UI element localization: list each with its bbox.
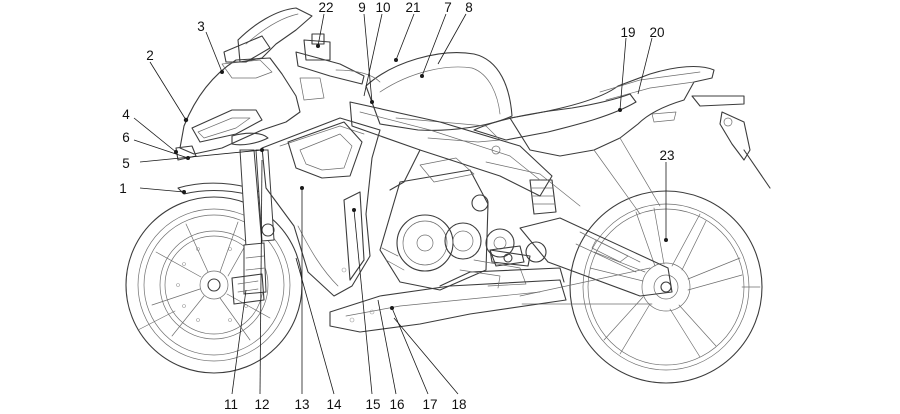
handlebar-controls <box>295 33 381 101</box>
seat <box>473 93 637 141</box>
callout-19: 19 <box>620 25 635 40</box>
callout-2: 2 <box>146 48 154 63</box>
front-fork <box>231 149 275 305</box>
engine <box>379 157 531 291</box>
callout-7: 7 <box>444 0 452 15</box>
callout-9: 9 <box>358 0 366 15</box>
callout-20: 20 <box>649 25 664 40</box>
callout-1: 1 <box>119 181 127 196</box>
callout-23: 23 <box>659 148 674 163</box>
front-wheel <box>125 196 303 374</box>
callout-3: 3 <box>197 19 205 34</box>
footpeg-linkage <box>459 245 525 289</box>
mirror <box>223 35 271 63</box>
callout-5: 5 <box>122 156 130 171</box>
tail-section <box>509 66 771 215</box>
callout-6: 6 <box>122 130 130 145</box>
swingarm <box>519 217 673 305</box>
callout-16: 16 <box>389 397 404 412</box>
callout-21: 21 <box>405 0 420 15</box>
callout-12: 12 <box>254 397 269 412</box>
callout-labels: 1 2 3 4 5 6 7 8 9 10 11 12 13 14 15 16 1… <box>119 0 674 412</box>
rear-shock <box>529 179 557 215</box>
callout-10: 10 <box>375 0 390 15</box>
callout-4: 4 <box>122 107 130 122</box>
front-nose <box>175 57 301 161</box>
side-fairing <box>261 117 381 297</box>
callout-13: 13 <box>294 397 309 412</box>
callout-leaders <box>133 13 668 395</box>
exhaust-belly-pan <box>329 267 567 333</box>
callout-15: 15 <box>365 397 380 412</box>
callout-22: 22 <box>318 0 333 15</box>
main-frame <box>349 101 581 207</box>
callout-8: 8 <box>465 0 473 15</box>
callout-17: 17 <box>422 397 437 412</box>
callout-14: 14 <box>326 397 342 412</box>
callout-11: 11 <box>224 397 238 412</box>
callout-18: 18 <box>451 397 466 412</box>
